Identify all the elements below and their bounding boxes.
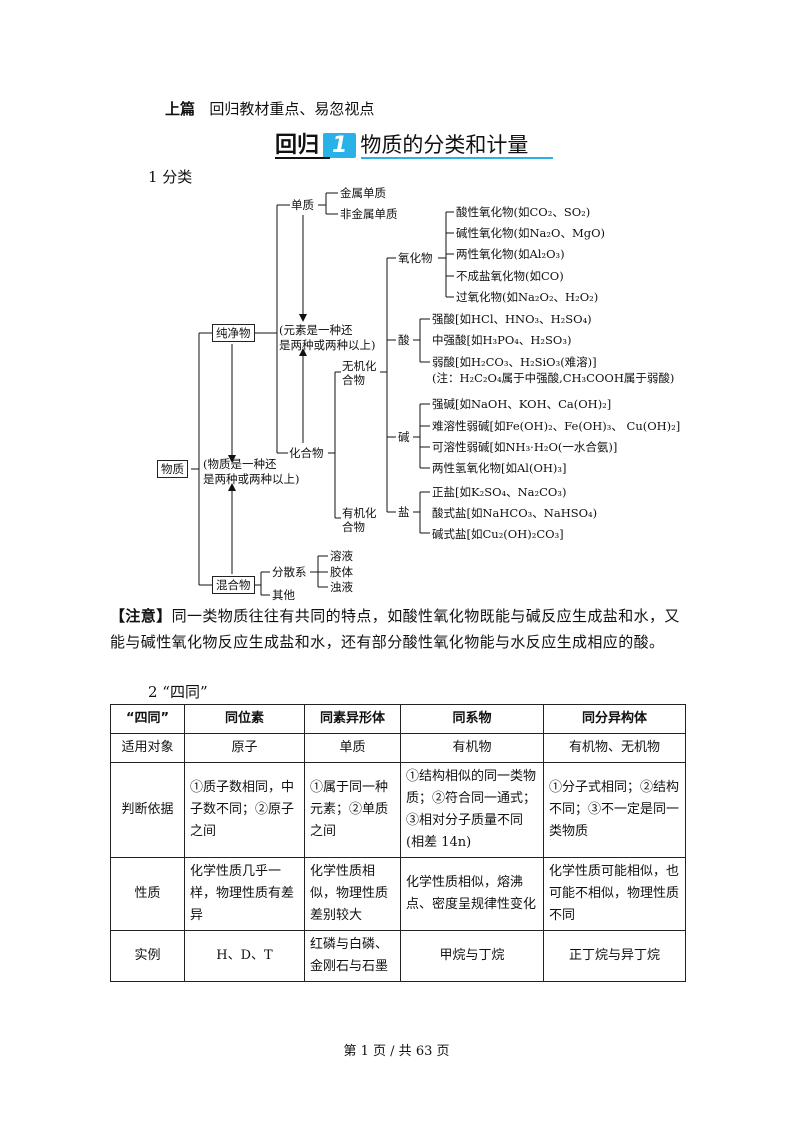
oxide-type: 过氧化物(如Na₂O₂、H₂O₂) — [456, 290, 599, 304]
table-cell: 实例 — [110, 930, 185, 982]
acid-type: 强酸[如HCl、HNO₃、H₂SO₄) — [432, 312, 592, 326]
tree-node-matter: 物质 — [157, 460, 188, 478]
acid-note: (注：H₂C₂O₄属于中强酸,CH₃COOH属于弱酸) — [432, 371, 675, 385]
classification-tree-lines — [191, 192, 454, 596]
tree-node-base: 碱 — [398, 430, 410, 444]
tree-note-matter-2: 是两种或两种以上) — [203, 472, 300, 486]
note-paragraph: 【注意】同一类物质往往有共同的特点，如酸性氧化物既能与碱反应生成盐和水，又能与碱… — [110, 603, 680, 655]
acid-type: 中强酸[如H₃PO₄、H₂SO₃) — [432, 333, 572, 347]
table-row: 实例 H、D、T 红磷与白磷、金刚石与石墨 甲烷与丁烷 正丁烷与异丁烷 — [110, 930, 686, 982]
dispersion-type: 胶体 — [330, 565, 353, 579]
note-text: 同一类物质往往有共同的特点，如酸性氧化物既能与碱反应生成盐和水，又能与碱性氧化物… — [110, 607, 680, 651]
base-type: 强碱[如NaOH、KOH、Ca(OH)₂] — [432, 397, 612, 411]
oxide-type: 不成盐氧化物(如CO) — [456, 269, 564, 283]
table-row: 性质 化学性质几乎一样，物理性质有差异 化学性质相似，物理性质差别较大 化学性质… — [110, 857, 686, 931]
oxide-type: 两性氧化物(如Al₂O₃) — [456, 247, 565, 261]
table-cell: 化学性质相似，物理性质差别较大 — [304, 857, 401, 931]
four-sames-table: “四同” 同位素 同素异形体 同系物 同分异构体 适用对象 原子 单质 有机物 … — [110, 704, 686, 982]
dispersion-type: 浊液 — [330, 580, 353, 594]
table-cell: 化学性质相似，熔沸点、密度呈规律性变化 — [400, 857, 544, 931]
tree-node-mixture: 混合物 — [212, 576, 255, 594]
oxide-type: 碱性氧化物(如Na₂O、MgO) — [456, 226, 605, 240]
section-2-heading: 2 “四同” — [148, 683, 208, 701]
table-header: 同系物 — [400, 704, 544, 734]
tree-node-organic-2: 合物 — [342, 520, 365, 534]
table-cell: 判断依据 — [110, 762, 185, 858]
title-number-badge: 1 — [323, 133, 357, 158]
table-cell: 甲烷与丁烷 — [400, 930, 544, 982]
table-cell: 有机物、无机物 — [543, 733, 686, 763]
part-heading: 上篇 回归教材重点、易忽视点 — [165, 98, 374, 119]
part-description: 回归教材重点、易忽视点 — [209, 100, 375, 118]
tree-node-metal: 金属单质 — [340, 186, 386, 200]
tree-node-element: 单质 — [291, 198, 314, 212]
table-cell: 性质 — [110, 857, 185, 931]
table-cell: 原子 — [184, 733, 305, 763]
acid-type: 弱酸[如H₂CO₃、H₂SiO₃(难溶)] — [432, 355, 597, 369]
title-underline-blue — [361, 157, 553, 159]
table-cell: ①分子式相同；②结构不同；③不一定是同一类物质 — [543, 762, 686, 858]
table-row: 适用对象 原子 单质 有机物 有机物、无机物 — [110, 733, 686, 763]
tree-node-salt: 盐 — [398, 505, 410, 519]
table-cell: 适用对象 — [110, 733, 185, 763]
salt-type: 酸式盐[如NaHCO₃、NaHSO₄) — [432, 506, 598, 520]
table-cell: 单质 — [304, 733, 401, 763]
table-row: 判断依据 ①质子数相同，中子数不同；②原子之间 ①属于同一种元素；②单质之间 ①… — [110, 762, 686, 858]
base-type: 难溶性弱碱[如Fe(OH)₂、Fe(OH)₃、 Cu(OH)₂] — [432, 419, 681, 433]
salt-type: 正盐[如K₂SO₄、Na₂CO₃) — [432, 485, 567, 499]
table-cell: ①结构相似的同一类物质；②符合同一通式；③相对分子质量不同(相差 14n) — [400, 762, 544, 858]
table-header: 同分异构体 — [543, 704, 686, 734]
salt-type: 碱式盐[如Cu₂(OH)₂CO₃] — [432, 527, 564, 541]
table-cell: 有机物 — [400, 733, 544, 763]
tree-node-organic-1: 有机化 — [342, 506, 377, 520]
page-footer: 第 1 页 / 共 63 页 — [343, 1044, 450, 1059]
oxide-type: 酸性氧化物(如CO₂、SO₂) — [456, 205, 591, 219]
table-header: 同素异形体 — [304, 704, 401, 734]
tree-node-nonmetal: 非金属单质 — [340, 207, 398, 221]
tree-node-compound: 化合物 — [289, 446, 324, 460]
title-name: 物质的分类和计量 — [360, 133, 529, 157]
table-cell: 正丁烷与异丁烷 — [543, 930, 686, 982]
table-cell: 红磷与白磷、金刚石与石墨 — [304, 930, 401, 982]
base-type: 两性氢氧化物[如Al(OH)₃] — [432, 461, 567, 475]
table-cell: 化学性质可能相似，也可能不相似，物理性质不同 — [543, 857, 686, 931]
note-label: 【注意】 — [110, 607, 172, 625]
table-cell: H、D、T — [184, 930, 305, 982]
tree-node-other: 其他 — [272, 588, 295, 602]
tree-node-acid: 酸 — [398, 333, 410, 347]
tree-note-pure-1: (元素是一种还 — [279, 323, 353, 337]
title-underline-dark — [275, 157, 330, 159]
tree-note-matter-1: (物质是一种还 — [203, 457, 277, 471]
tree-node-pure-substance: 纯净物 — [212, 324, 255, 342]
tree-note-pure-2: 是两种或两种以上) — [279, 338, 376, 352]
section-1-heading: 1 分类 — [148, 168, 193, 186]
table-header: 同位素 — [184, 704, 305, 734]
dispersion-type: 溶液 — [330, 549, 353, 563]
tree-node-inorganic-1: 无机化 — [342, 359, 377, 373]
part-label: 上篇 — [165, 100, 196, 118]
tree-node-oxide: 氧化物 — [398, 251, 433, 265]
base-type: 可溶性弱碱[如NH₃·H₂O(一水合氨)] — [432, 440, 618, 454]
table-header: “四同” — [110, 704, 185, 734]
table-header-row: “四同” 同位素 同素异形体 同系物 同分异构体 — [110, 704, 686, 734]
table-cell: ①属于同一种元素；②单质之间 — [304, 762, 401, 858]
table-cell: 化学性质几乎一样，物理性质有差异 — [184, 857, 305, 931]
tree-node-dispersion: 分散系 — [272, 565, 307, 579]
title-prefix: 回归 — [275, 133, 320, 158]
table-cell: ①质子数相同，中子数不同；②原子之间 — [184, 762, 305, 858]
tree-node-inorganic-2: 合物 — [342, 373, 365, 387]
